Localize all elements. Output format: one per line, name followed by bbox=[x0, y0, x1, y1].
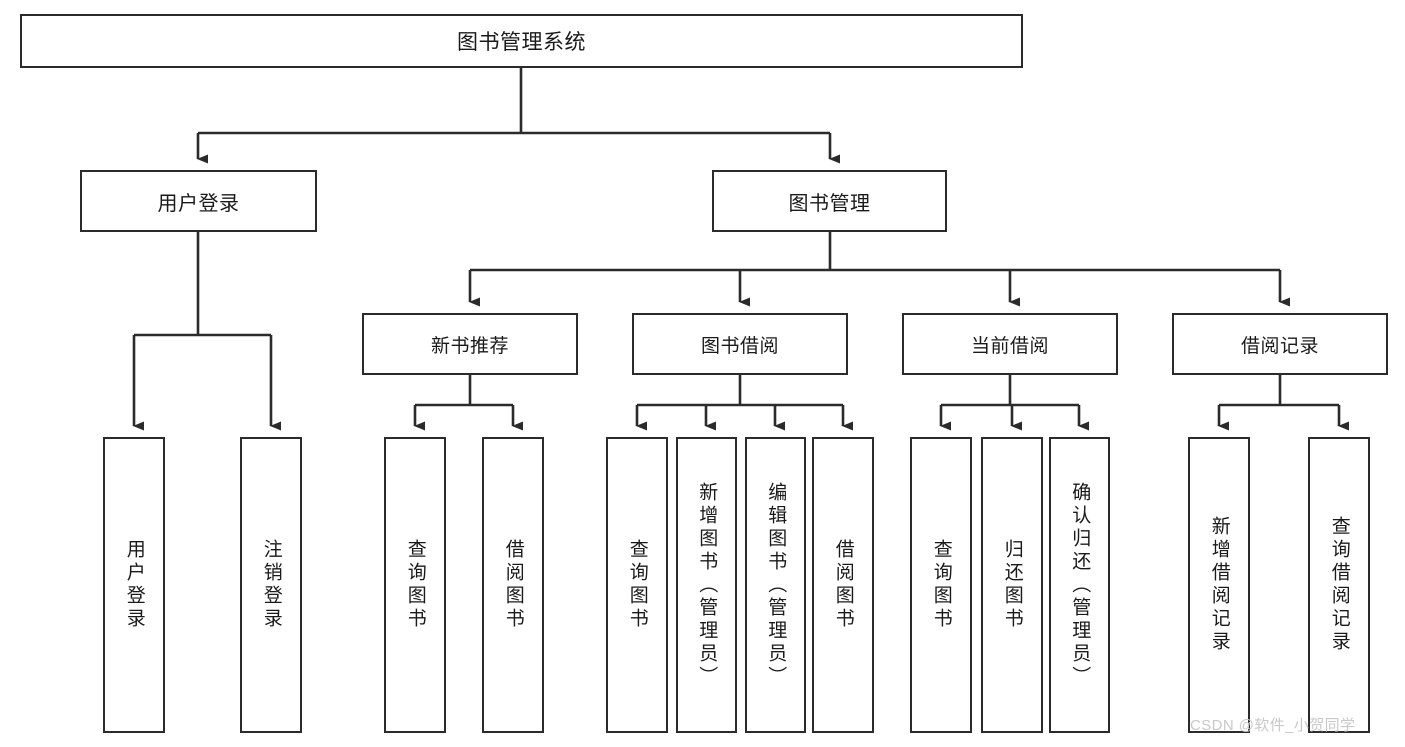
leaf-query-borrow-record[interactable]: 查询借阅记录 bbox=[1308, 437, 1370, 733]
node-book-borrow-label: 图书借阅 bbox=[700, 335, 779, 357]
leaf-query-book-newbook-label: 查询图书 bbox=[404, 539, 426, 631]
node-current-borrow-label: 当前借阅 bbox=[970, 335, 1049, 357]
edge-userlogin-to-leaves bbox=[132, 232, 281, 431]
edge-bookmgmt-to-level3 bbox=[468, 232, 1290, 307]
node-new-book-recommend-label: 新书推荐 bbox=[430, 335, 509, 357]
node-book-management-label: 图书管理 bbox=[788, 192, 871, 215]
node-new-book-recommend[interactable]: 新书推荐 bbox=[362, 313, 578, 375]
node-current-borrow[interactable]: 当前借阅 bbox=[902, 313, 1118, 375]
leaf-query-book-newbook[interactable]: 查询图书 bbox=[384, 437, 446, 733]
edge-newbook-to-leaves bbox=[413, 375, 523, 431]
leaf-return-book[interactable]: 归还图书 bbox=[981, 437, 1043, 733]
leaf-return-book-label: 归还图书 bbox=[1001, 539, 1023, 631]
leaf-logout[interactable]: 注销登录 bbox=[240, 437, 302, 733]
leaf-borrow-book-label: 借阅图书 bbox=[832, 539, 854, 631]
leaf-add-book-admin-label: 新增图书（管理员） bbox=[696, 481, 718, 689]
leaf-query-book-borrow[interactable]: 查询图书 bbox=[606, 437, 668, 733]
leaf-borrow-book-newbook-label: 借阅图书 bbox=[502, 539, 524, 631]
node-book-management[interactable]: 图书管理 bbox=[712, 170, 947, 232]
leaf-confirm-return-admin-label: 确认归还（管理员） bbox=[1069, 481, 1091, 689]
watermark: CSDN @软件_小贺同学 bbox=[1190, 717, 1356, 734]
leaf-confirm-return-admin[interactable]: 确认归还（管理员） bbox=[1049, 437, 1110, 733]
leaf-logout-label: 注销登录 bbox=[260, 539, 282, 631]
node-borrow-record-label: 借阅记录 bbox=[1240, 335, 1319, 357]
node-user-login-label: 用户登录 bbox=[157, 192, 240, 215]
leaf-query-book-borrow-label: 查询图书 bbox=[626, 539, 648, 631]
leaf-borrow-book-newbook[interactable]: 借阅图书 bbox=[482, 437, 544, 733]
leaf-add-book-admin[interactable]: 新增图书（管理员） bbox=[676, 437, 737, 733]
edge-root-to-level2 bbox=[196, 68, 840, 164]
leaf-add-borrow-record[interactable]: 新增借阅记录 bbox=[1188, 437, 1250, 733]
leaf-query-book-current[interactable]: 查询图书 bbox=[910, 437, 972, 733]
leaf-add-borrow-record-label: 新增借阅记录 bbox=[1208, 516, 1230, 654]
edge-borrow-to-leaves bbox=[635, 375, 853, 431]
node-root-label: 图书管理系统 bbox=[457, 31, 586, 54]
leaf-query-book-current-label: 查询图书 bbox=[930, 539, 952, 631]
node-user-login[interactable]: 用户登录 bbox=[80, 170, 317, 232]
node-borrow-record[interactable]: 借阅记录 bbox=[1172, 313, 1388, 375]
edge-current-to-leaves bbox=[939, 375, 1089, 431]
edge-record-to-leaves bbox=[1217, 375, 1349, 431]
leaf-borrow-book[interactable]: 借阅图书 bbox=[812, 437, 874, 733]
leaf-user-login[interactable]: 用户登录 bbox=[103, 437, 165, 733]
node-book-borrow[interactable]: 图书借阅 bbox=[632, 313, 848, 375]
leaf-user-login-label: 用户登录 bbox=[123, 539, 145, 631]
leaf-query-borrow-record-label: 查询借阅记录 bbox=[1328, 516, 1350, 654]
leaf-edit-book-admin-label: 编辑图书（管理员） bbox=[765, 481, 787, 689]
node-root-system[interactable]: 图书管理系统 bbox=[20, 14, 1023, 68]
leaf-edit-book-admin[interactable]: 编辑图书（管理员） bbox=[745, 437, 806, 733]
